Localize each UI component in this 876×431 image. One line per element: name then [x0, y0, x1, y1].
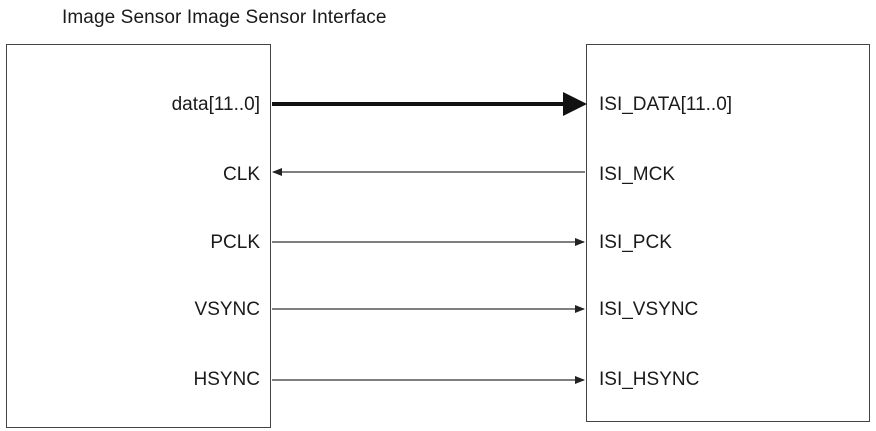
signal-label-isi-data: ISI_DATA[11..0]	[599, 94, 733, 115]
signal-label-pclk: PCLK	[210, 232, 260, 253]
signal-label-hsync: HSYNC	[193, 369, 260, 390]
image-sensor-box	[6, 44, 271, 428]
signal-label-data: data[11..0]	[171, 94, 260, 115]
signal-label-clk: CLK	[223, 164, 260, 185]
diagram-title: Image Sensor Image Sensor Interface	[62, 7, 387, 28]
signal-label-vsync: VSYNC	[194, 299, 260, 320]
signal-label-isi-mck: ISI_MCK	[599, 164, 676, 185]
signal-label-isi-pck: ISI_PCK	[599, 232, 672, 253]
image-sensor-interface-box	[586, 44, 870, 422]
signal-label-isi-hsync: ISI_HSYNC	[599, 369, 700, 390]
signal-label-isi-vsync: ISI_VSYNC	[599, 299, 699, 320]
